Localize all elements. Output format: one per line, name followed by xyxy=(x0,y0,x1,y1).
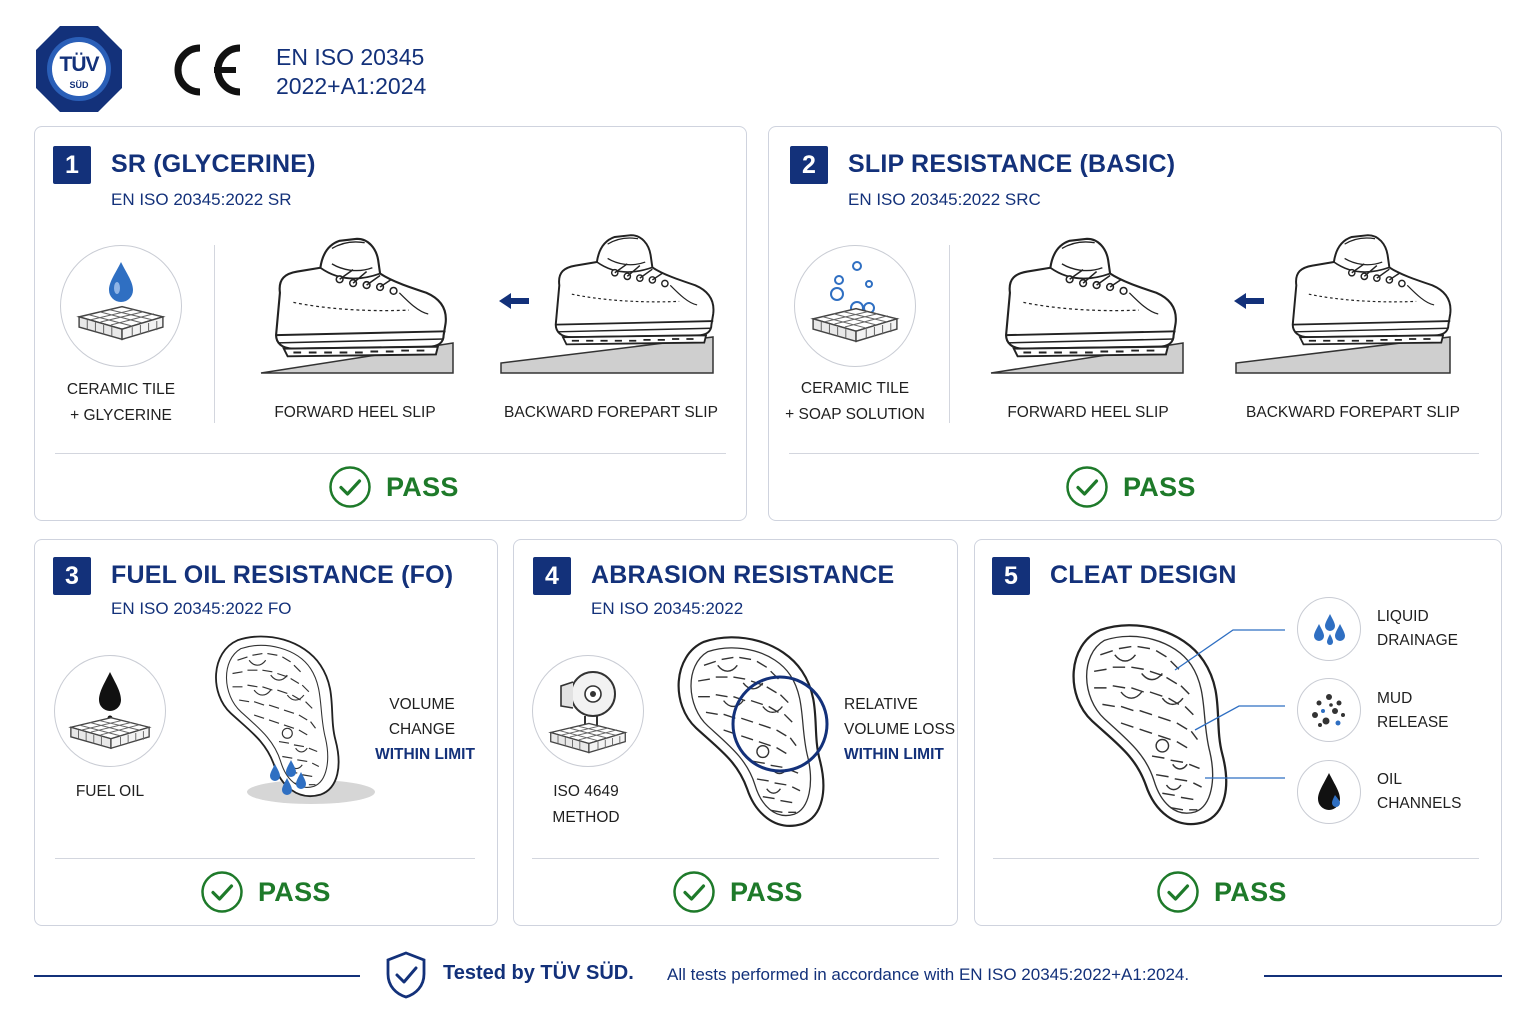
card-subtitle: EN ISO 20345:2022 xyxy=(591,599,744,618)
card-number-badge: 5 xyxy=(992,557,1030,595)
backward-forepart-slip-illustration xyxy=(1234,227,1452,375)
card-divider xyxy=(789,453,1479,454)
surface-label-line1: CERAMIC TILE xyxy=(66,381,176,398)
pass-label: PASS xyxy=(1214,876,1287,907)
fuel-oil-tile-icon xyxy=(54,655,166,767)
volume-change-line1: VOLUME xyxy=(389,696,455,713)
mud-release-line1: MUD xyxy=(1377,690,1413,707)
worn-sole-illustration xyxy=(664,632,844,828)
card-number-badge: 2 xyxy=(790,146,828,184)
card-title: SR (GLYCERINE) xyxy=(111,150,316,178)
check-circle-icon xyxy=(329,466,371,508)
surface-label-line2: + GLYCERINE xyxy=(70,407,172,424)
column-divider xyxy=(949,245,950,423)
test-card-cleat-design: 5 CLEAT DESIGN LIQUID DRAINAGE MUD RELEA xyxy=(974,539,1502,926)
relative-volume-loss-line2: VOLUME LOSS xyxy=(844,721,956,738)
card-title: FUEL OIL RESISTANCE (FO) xyxy=(111,561,454,589)
card-title: ABRASION RESISTANCE xyxy=(591,561,895,589)
pass-label: PASS xyxy=(258,876,331,907)
card-number-badge: 4 xyxy=(533,557,571,595)
result-pass: PASS xyxy=(1156,870,1287,914)
mud-release-line2: RELEASE xyxy=(1377,714,1449,731)
test-card-sr-glycerine: 1 SR (GLYCERINE) EN ISO 20345:2022 SR CE… xyxy=(34,126,747,521)
backward-forepart-slip-illustration xyxy=(499,227,715,375)
compliance-statement: All tests performed in accordance with E… xyxy=(667,965,1190,984)
test-card-abrasion-resistance: 4 ABRASION RESISTANCE EN ISO 20345:2022 … xyxy=(513,539,958,926)
soap-tile-icon xyxy=(794,245,916,367)
column-divider xyxy=(214,245,215,423)
backward-forepart-slip-label: BACKWARD FOREPART SLIP xyxy=(1246,404,1460,421)
within-limit-label: WITHIN LIMIT xyxy=(844,746,944,763)
sole-in-fuel-illustration xyxy=(199,632,379,810)
footer-rule-left xyxy=(34,975,360,977)
pass-label: PASS xyxy=(1123,471,1196,502)
oil-channels-line1: OIL xyxy=(1377,771,1402,788)
iso-4649-line1: ISO 4649 xyxy=(553,783,619,800)
footer-rule-right xyxy=(1264,975,1502,977)
iso-4649-line2: METHOD xyxy=(552,809,620,826)
card-divider xyxy=(55,858,475,859)
card-divider xyxy=(993,858,1479,859)
logo-subtext: SÜD xyxy=(69,80,89,90)
test-card-slip-resistance-basic: 2 SLIP RESISTANCE (BASIC) EN ISO 20345:2… xyxy=(768,126,1502,521)
liquid-drainage-line1: LIQUID xyxy=(1377,608,1429,625)
test-card-fuel-oil-resistance: 3 FUEL OIL RESISTANCE (FO) EN ISO 20345:… xyxy=(34,539,498,926)
callout-leader-lines xyxy=(1174,629,1285,779)
relative-volume-loss-line1: RELATIVE xyxy=(844,696,918,713)
fuel-oil-label: FUEL OIL xyxy=(75,783,145,800)
card-number-badge: 3 xyxy=(53,557,91,595)
forward-heel-slip-label: FORWARD HEEL SLIP xyxy=(274,404,436,421)
water-drops-icon xyxy=(1297,597,1361,661)
glycerine-tile-icon xyxy=(60,245,182,367)
card-divider xyxy=(55,453,726,454)
card-subtitle: EN ISO 20345:2022 SR xyxy=(111,190,292,209)
check-circle-icon xyxy=(201,871,243,913)
forward-heel-slip-illustration xyxy=(987,231,1187,376)
arrow-left-icon xyxy=(1232,291,1266,311)
tested-by-label: Tested by TÜV SÜD. xyxy=(443,962,634,984)
card-number-badge: 1 xyxy=(53,146,91,184)
card-divider xyxy=(532,858,939,859)
logo-text: TÜV xyxy=(59,53,100,76)
card-subtitle: EN ISO 20345:2022 FO xyxy=(111,599,292,618)
tuv-sud-logo: TÜV SÜD xyxy=(34,24,124,114)
surface-label-line1: CERAMIC TILE xyxy=(800,380,910,397)
forward-heel-slip-illustration xyxy=(257,231,457,376)
check-circle-icon xyxy=(1157,871,1199,913)
card-title: CLEAT DESIGN xyxy=(1050,561,1237,589)
shield-check-icon xyxy=(384,950,428,1000)
oil-channels-line2: CHANNELS xyxy=(1377,795,1462,812)
mud-particles-icon xyxy=(1297,678,1361,742)
surface-label-line2: + SOAP SOLUTION xyxy=(785,406,925,423)
pass-label: PASS xyxy=(730,876,803,907)
liquid-drainage-line2: DRAINAGE xyxy=(1377,632,1458,649)
standard-line-1: EN ISO 20345 xyxy=(276,44,425,70)
result-pass: PASS xyxy=(200,870,331,914)
volume-change-line2: CHANGE xyxy=(388,721,456,738)
check-circle-icon xyxy=(673,871,715,913)
forward-heel-slip-label: FORWARD HEEL SLIP xyxy=(1007,404,1169,421)
backward-forepart-slip-label: BACKWARD FOREPART SLIP xyxy=(504,404,718,421)
card-subtitle: EN ISO 20345:2022 SRC xyxy=(848,190,1041,209)
pass-label: PASS xyxy=(386,471,459,502)
card-title: SLIP RESISTANCE (BASIC) xyxy=(848,150,1176,178)
result-pass: PASS xyxy=(672,870,803,914)
oil-drop-icon xyxy=(1297,760,1361,824)
check-circle-icon xyxy=(1066,466,1108,508)
abrasion-machine-icon xyxy=(532,655,644,767)
ce-mark xyxy=(166,40,246,100)
result-pass: PASS xyxy=(1065,465,1196,509)
standard-line-2: 2022+A1:2024 xyxy=(276,73,427,99)
arrow-left-icon xyxy=(497,291,531,311)
within-limit-label: WITHIN LIMIT xyxy=(375,746,475,763)
result-pass: PASS xyxy=(328,465,459,509)
